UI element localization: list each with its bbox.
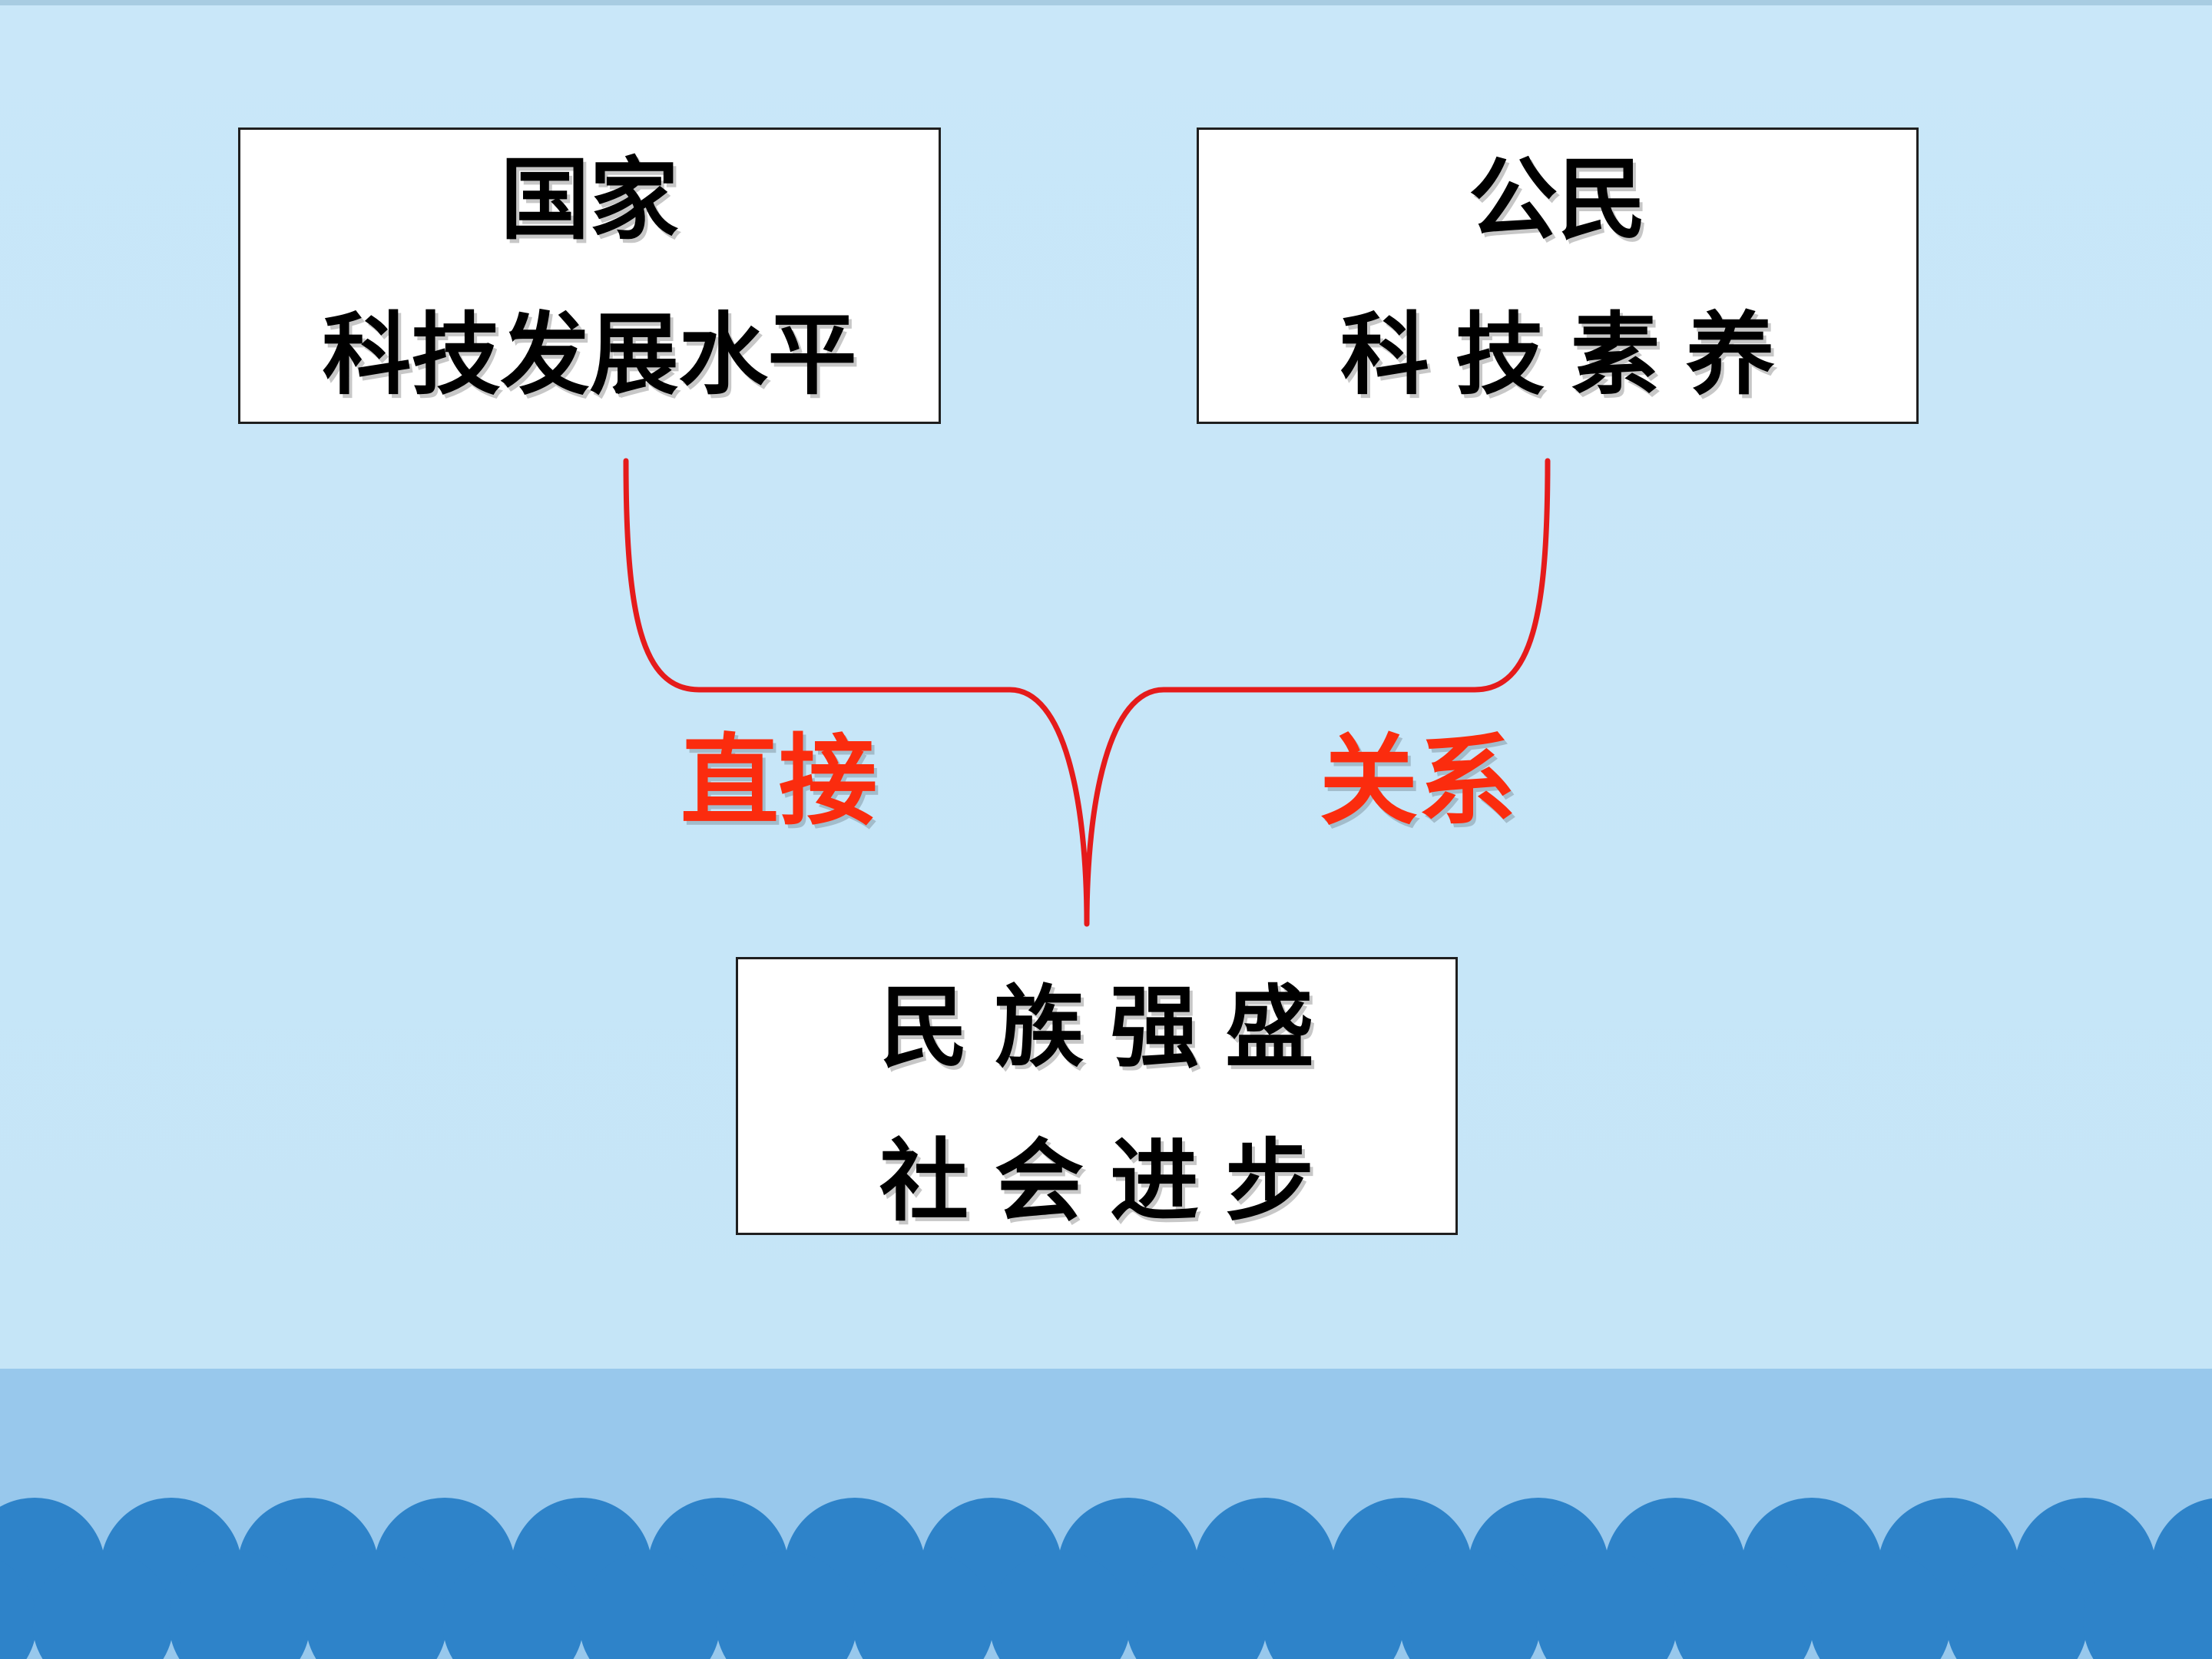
wave-bump — [1946, 1551, 2088, 1659]
wave-bump — [442, 1551, 584, 1659]
wave-bump — [1536, 1551, 1677, 1659]
wave-bump — [1673, 1551, 1814, 1659]
nation-prosperity: 民族强盛 — [879, 976, 1340, 1080]
relation-label: 关系 — [1320, 724, 1517, 839]
wave-bump — [2083, 1551, 2212, 1659]
wave-row-front — [0, 1551, 2212, 1659]
social-progress: 社会进步 — [879, 1130, 1340, 1233]
direct-label: 直接 — [680, 724, 878, 839]
wave-bump — [1399, 1551, 1541, 1659]
wave-bump — [716, 1551, 857, 1659]
citizen-title: 公民 — [1469, 148, 1647, 252]
wave-bump — [579, 1551, 720, 1659]
wave-bump — [32, 1551, 174, 1659]
country-tech-level: 科技发展水平 — [322, 303, 857, 407]
wave-bump — [1126, 1551, 1267, 1659]
wave-bump — [1810, 1551, 1951, 1659]
citizen-tech-literacy: 科技素养 — [1340, 303, 1801, 407]
country-box: 国家 科技发展水平 — [238, 127, 941, 424]
wave-bump — [169, 1551, 310, 1659]
brace-path — [623, 458, 1551, 927]
country-title: 国家 — [500, 148, 679, 252]
wave-bump — [989, 1551, 1131, 1659]
citizen-box: 公民 科技素养 — [1197, 127, 1919, 424]
wave-bump — [1263, 1551, 1404, 1659]
wave-bump — [306, 1551, 447, 1659]
wave-footer — [0, 1369, 2212, 1659]
result-box: 民族强盛 社会进步 — [736, 957, 1458, 1235]
wave-bump — [0, 1560, 37, 1659]
wave-bump — [853, 1551, 994, 1659]
top-border-line — [0, 0, 2212, 5]
